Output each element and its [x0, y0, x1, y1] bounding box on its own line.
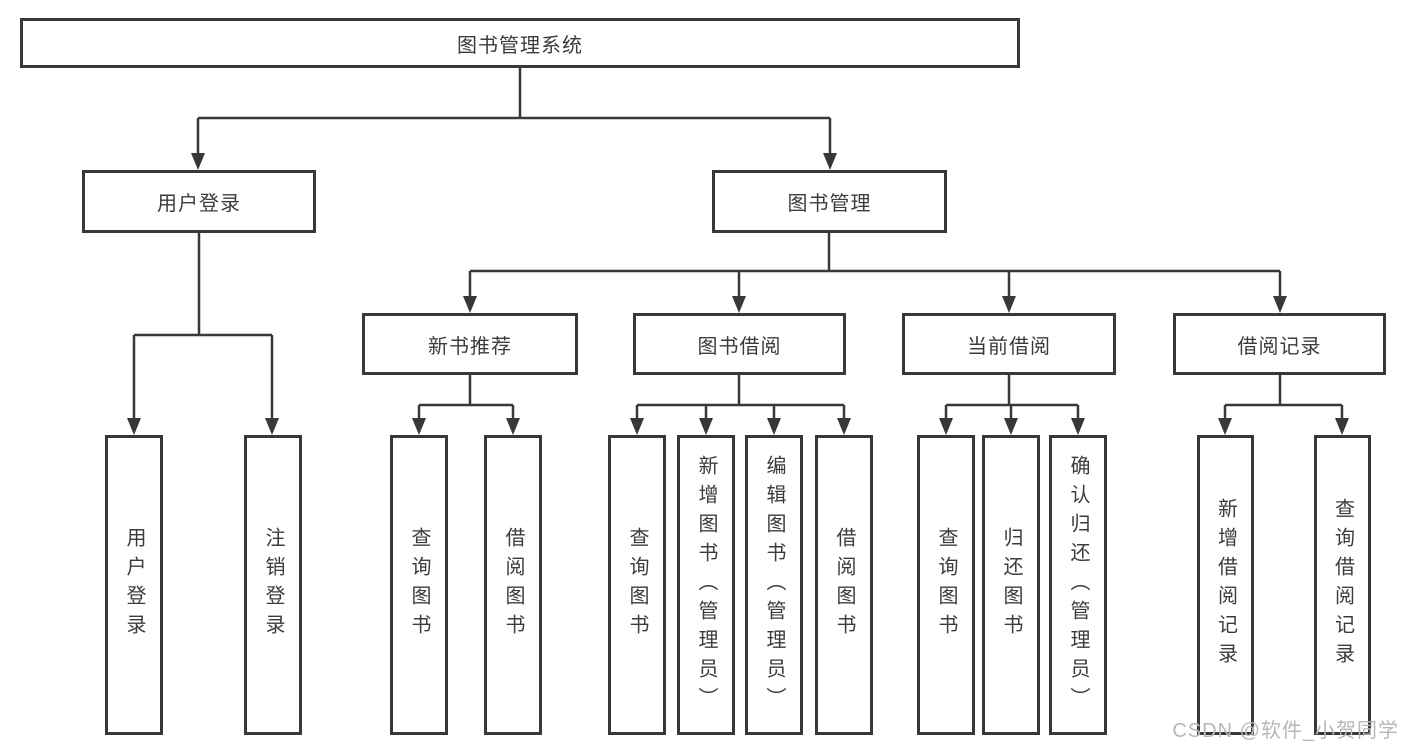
leaf-user-login-label: 用户登录	[123, 527, 145, 643]
leaf-return-books: 归还图书	[982, 435, 1040, 735]
node-user-login: 用户登录	[82, 170, 316, 233]
leaf-borrow-books: 借阅图书	[815, 435, 873, 735]
node-new-book-recommend: 新书推荐	[362, 313, 578, 375]
leaf-add-borrow-record-label: 新增借阅记录	[1214, 498, 1237, 672]
node-user-login-label: 用户登录	[157, 193, 241, 215]
node-borrow-record: 借阅记录	[1173, 313, 1386, 375]
leaf-edit-books-admin: 编辑图书（管理员）	[745, 435, 803, 735]
leaf-add-books-admin-label: 新增图书（管理员）	[695, 454, 717, 716]
node-book-management: 图书管理	[712, 170, 947, 233]
leaf-borrow-books-label: 借阅图书	[833, 527, 855, 643]
leaf-add-books-admin: 新增图书（管理员）	[677, 435, 735, 735]
leaf-confirm-return-admin-label: 确认归还（管理员）	[1067, 454, 1089, 716]
node-new-book-recommend-label: 新书推荐	[428, 335, 512, 358]
leaf-logout: 注销登录	[244, 435, 302, 735]
node-current-borrow: 当前借阅	[902, 313, 1116, 375]
leaf-borrow-query-books: 查询图书	[608, 435, 666, 735]
leaf-recommend-query-books: 查询图书	[390, 435, 448, 735]
leaf-user-login: 用户登录	[105, 435, 163, 735]
node-book-management-label: 图书管理	[787, 193, 872, 215]
leaf-current-query-books-label: 查询图书	[935, 527, 957, 643]
csdn-watermark: CSDN @软件_小贺同学	[1172, 720, 1399, 742]
leaf-borrow-query-books-label: 查询图书	[626, 527, 648, 643]
leaf-query-borrow-record-label: 查询借阅记录	[1331, 498, 1354, 672]
node-book-borrow-label: 图书借阅	[697, 335, 782, 358]
leaf-edit-books-admin-label: 编辑图书（管理员）	[763, 454, 785, 716]
node-borrow-record-label: 借阅记录	[1237, 335, 1322, 358]
leaf-add-borrow-record: 新增借阅记录	[1197, 435, 1254, 735]
leaf-recommend-borrow-books: 借阅图书	[484, 435, 542, 735]
node-book-borrow: 图书借阅	[633, 313, 846, 375]
leaf-current-query-books: 查询图书	[917, 435, 975, 735]
leaf-return-books-label: 归还图书	[1000, 527, 1022, 643]
node-root: 图书管理系统	[20, 18, 1020, 68]
arrowheads	[127, 153, 1349, 435]
leaf-recommend-borrow-books-label: 借阅图书	[502, 527, 524, 643]
leaf-confirm-return-admin: 确认归还（管理员）	[1049, 435, 1107, 735]
node-root-label: 图书管理系统	[457, 34, 583, 57]
leaf-query-borrow-record: 查询借阅记录	[1314, 435, 1371, 735]
leaf-recommend-query-books-label: 查询图书	[408, 527, 430, 643]
leaf-logout-label: 注销登录	[262, 527, 284, 643]
connector-shafts	[132, 68, 1344, 423]
node-current-borrow-label: 当前借阅	[967, 335, 1051, 358]
